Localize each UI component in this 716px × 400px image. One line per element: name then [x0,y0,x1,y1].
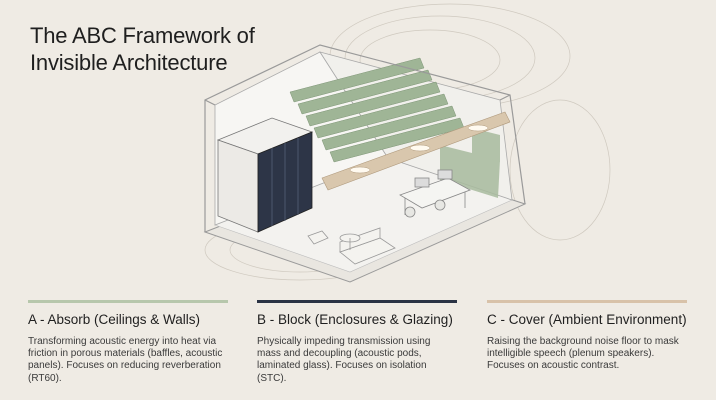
pendant-lights [349,124,489,174]
block-description: Physically impeding transmission using m… [257,336,431,384]
absorb-column: A - Absorb (Ceilings & Walls) Transformi… [28,300,228,385]
cover-description: Raising the background noise floor to ma… [487,336,679,372]
cover-column: C - Cover (Ambient Environment) Raising … [487,300,687,373]
absorb-color-bar [28,300,228,303]
block-color-bar [257,300,457,303]
cover-heading: C - Cover (Ambient Environment) [487,312,687,327]
acoustic-pod [216,117,314,233]
acoustic-wall-panels [440,128,500,198]
page-title: The ABC Framework of Invisible Architect… [30,22,255,76]
office-cutaway-illustration [203,3,611,283]
cutaway-walls [204,44,526,232]
cover-color-bar [487,300,687,303]
workstation-desks [399,169,471,218]
lounge-furniture [307,227,396,265]
title-line-1: The ABC Framework of [30,23,255,48]
absorb-description: Transforming acoustic energy into heat v… [28,336,223,384]
ceiling-baffles [289,57,465,163]
block-column: B - Block (Enclosures & Glazing) Physica… [257,300,457,385]
block-heading: B - Block (Enclosures & Glazing) [257,312,453,327]
absorb-heading: A - Absorb (Ceilings & Walls) [28,312,201,327]
title-line-2: Invisible Architecture [30,50,228,75]
